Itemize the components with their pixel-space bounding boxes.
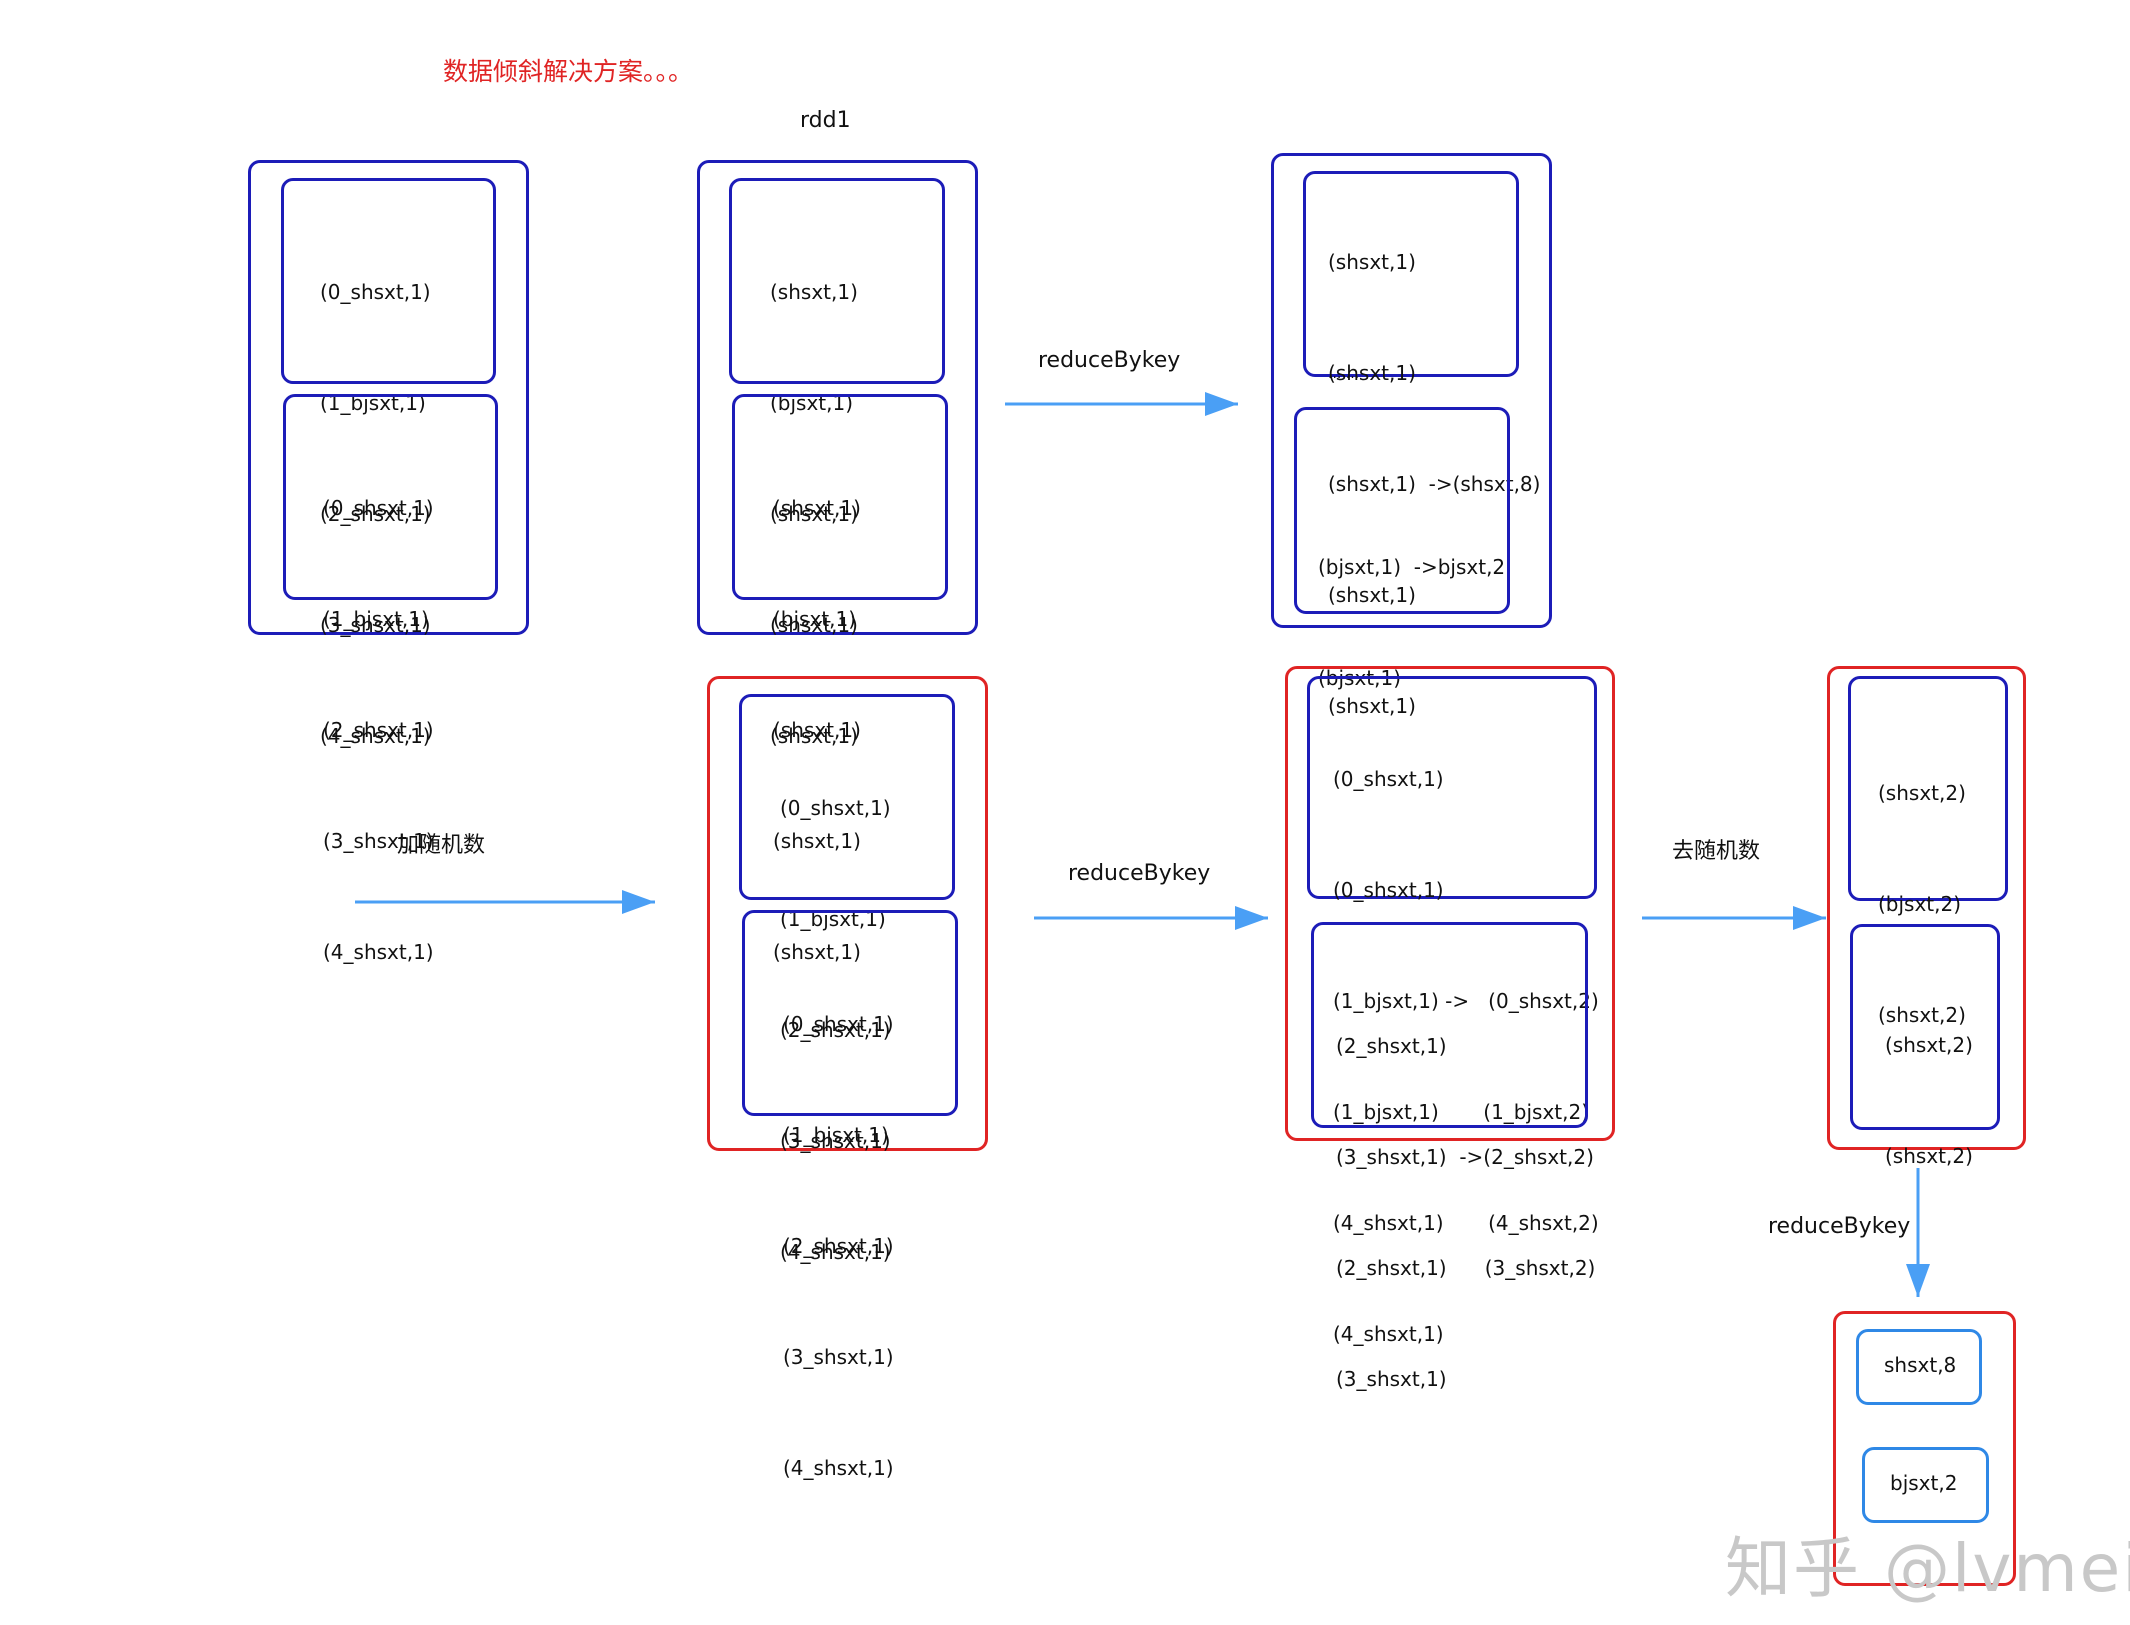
reduced-partition-2-records: (2_shsxt,1) (3_shsxt,1) ->(2_shsxt,2) (2…: [1336, 954, 1595, 1435]
record: (shsxt,1): [1328, 694, 1416, 718]
record: (2_shsxt,1) (3_shsxt,2): [1336, 1256, 1596, 1280]
record: (3_shsxt,1): [320, 613, 431, 637]
reduce-label-2: reduceBykey: [1068, 861, 1211, 886]
record: (1_bjsxt,1): [783, 1123, 889, 1147]
record: (bjsxt,1): [773, 607, 857, 631]
record: (0_shsxt,1): [780, 796, 891, 820]
record: (4_shsxt,1): [780, 1240, 891, 1264]
record: (4_shsxt,1): [1333, 1322, 1444, 1346]
record: (shsxt,2): [1885, 1144, 1973, 1168]
skewed-result-rdd: [1271, 153, 1552, 628]
unsalted-rdd: [1827, 666, 2026, 1150]
record: (shsxt,1): [773, 496, 861, 520]
salted-partition-1: [739, 694, 955, 900]
unsalted-partition-2: [1850, 924, 2000, 1130]
reduce-label-3: reduceBykey: [1768, 1214, 1911, 1239]
record: (2_shsxt,1): [320, 502, 431, 526]
rdd1: [697, 160, 978, 635]
record: (4_shsxt,1) (4_shsxt,2): [1333, 1211, 1599, 1235]
original-partition-1: [281, 178, 496, 384]
diagram-title: 数据倾斜解决方案。。。: [443, 57, 694, 86]
record: (0_shsxt,1): [1333, 767, 1444, 791]
record: (3_shsxt,1): [780, 1129, 891, 1153]
record: (shsxt,2): [1878, 1003, 1966, 1027]
original-partition-2-records: (0_shsxt,1) (1_bjsxt,1) (2_shsxt,1) (3_s…: [323, 416, 434, 1008]
salted-rdd: [707, 676, 988, 1151]
record: (shsxt,1): [1328, 583, 1416, 607]
reduced-partition-2: [1311, 922, 1588, 1128]
unsalted-partition-1: [1848, 676, 2008, 901]
record: (shsxt,1): [1328, 361, 1416, 385]
record: (shsxt,1): [773, 940, 861, 964]
record: (bjsxt,1) ->bjsxt,2: [1318, 555, 1506, 579]
record: (shsxt,1): [770, 724, 858, 748]
skewed-partition-2: [1294, 407, 1510, 614]
final-record-shsxt: shsxt,8: [1884, 1353, 1957, 1377]
final-partition-2: [1862, 1447, 1989, 1523]
rdd1-label: rdd1: [800, 108, 851, 133]
record: (1_bjsxt,1) (1_bjsxt,2): [1333, 1100, 1590, 1124]
record: (1_bjsxt,1) -> (0_shsxt,2): [1333, 989, 1599, 1013]
original-partition-2: [283, 394, 498, 600]
unsalted-partition-2-records: (shsxt,2) (shsxt,2): [1885, 953, 1973, 1212]
record: (shsxt,2): [1878, 781, 1966, 805]
rdd1-partition-2: [732, 394, 948, 600]
record: (shsxt,1): [770, 613, 858, 637]
record: (4_shsxt,1): [783, 1456, 894, 1480]
record: (0_shsxt,1): [323, 496, 434, 520]
record: (3_shsxt,1) ->(2_shsxt,2): [1336, 1145, 1594, 1169]
reduce-label-1: reduceBykey: [1038, 348, 1181, 373]
record: (shsxt,1) ->(shsxt,8): [1328, 472, 1541, 496]
reduced-partition-1-records: (0_shsxt,1) (0_shsxt,1) (1_bjsxt,1) -> (…: [1333, 687, 1599, 1390]
more-records-ellipsis: ... ...: [1328, 366, 1360, 382]
record: (2_shsxt,1): [780, 1018, 891, 1042]
final-rdd: [1833, 1311, 2016, 1586]
final-partition-1: [1856, 1329, 1982, 1405]
original-rdd: [248, 160, 529, 635]
record: (0_shsxt,1): [783, 1012, 894, 1036]
watermark: 知乎 @lvmei: [1725, 1530, 2130, 1607]
skewed-partition-1: [1303, 171, 1519, 377]
skewed-partition-1-records: (shsxt,1) (shsxt,1) (shsxt,1) ->(shsxt,8…: [1328, 170, 1540, 762]
salted-partition-2: [742, 910, 958, 1116]
original-partition-1-records: (0_shsxt,1) (1_bjsxt,1) (2_shsxt,1) (3_s…: [320, 200, 431, 792]
salted-partition-1-records: (0_shsxt,1) (1_bjsxt,1) (2_shsxt,1) (3_s…: [780, 716, 891, 1308]
record: (3_shsxt,1): [783, 1345, 894, 1369]
record: (4_shsxt,1): [320, 724, 431, 748]
record: (shsxt,1): [770, 502, 858, 526]
record: (shsxt,1): [773, 718, 861, 742]
record: (2_shsxt,1): [783, 1234, 894, 1258]
record: (shsxt,2): [1885, 1033, 1973, 1057]
rdd1-partition-1: [729, 178, 945, 384]
record: (3_shsxt,1): [1336, 1367, 1447, 1391]
record: (3_shsxt,1): [323, 829, 434, 853]
record: (shsxt,1): [1328, 250, 1416, 274]
record: (shsxt,1): [773, 829, 861, 853]
rdd1-partition-2-records: (shsxt,1) (bjsxt,1) (shsxt,1) (shsxt,1) …: [773, 416, 861, 1008]
record: (1_bjsxt,1): [323, 607, 429, 631]
reduced-salted-rdd: [1285, 666, 1615, 1141]
record: (shsxt,1): [770, 280, 858, 304]
record: (2_shsxt,1): [323, 718, 434, 742]
add-random-label: 加随机数: [397, 833, 486, 858]
reduced-partition-1: [1307, 676, 1597, 899]
record: (0_shsxt,1): [320, 280, 431, 304]
record: (0_shsxt,1): [1333, 878, 1444, 902]
remove-random-label: 去随机数: [1672, 839, 1761, 864]
unsalted-partition-1-records: (shsxt,2) (bjsxt,2) (shsxt,2): [1878, 701, 1966, 1071]
record: (2_shsxt,1): [1336, 1034, 1447, 1058]
record: (bjsxt,2): [1878, 892, 1962, 916]
salted-partition-2-records: (0_shsxt,1) (1_bjsxt,1) (2_shsxt,1) (3_s…: [783, 932, 894, 1524]
final-record-bjsxt: bjsxt,2: [1890, 1471, 1958, 1495]
record: (4_shsxt,1): [323, 940, 434, 964]
